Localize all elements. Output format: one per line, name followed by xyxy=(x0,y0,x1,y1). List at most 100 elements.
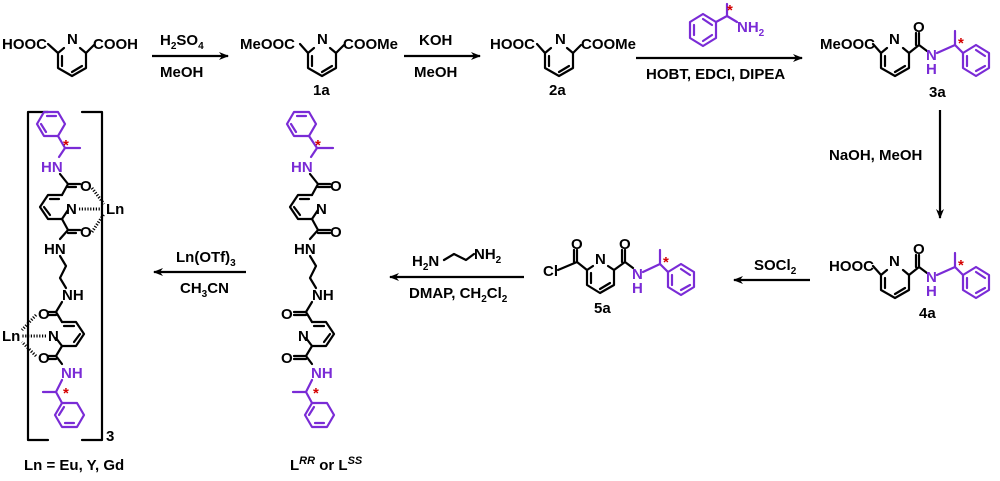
ring-double-bonds xyxy=(62,324,82,344)
amine-group: NH2 xyxy=(737,19,765,39)
ethylene-linker xyxy=(58,254,68,290)
amide-nh-bottom: NH xyxy=(311,365,333,382)
group-left: MeOOC xyxy=(820,36,875,53)
group-left: HOOC xyxy=(2,36,47,53)
acyl-chloride-bonds xyxy=(556,248,589,272)
amide-bonds-top xyxy=(58,172,82,197)
amide-hn-mid: HN xyxy=(294,241,316,258)
amide-bonds xyxy=(612,248,635,272)
reaction-arrow-step4: NaOH, MeOH xyxy=(829,110,944,219)
reagent-phenylethylamine: * NH2 xyxy=(688,2,765,48)
stereocenter-marker: * xyxy=(63,137,69,154)
reagent-ln-otf3: Ln(OTf)3 xyxy=(176,249,236,269)
phenyl-ring xyxy=(666,262,696,297)
carbonyl-oxygen: O xyxy=(619,236,631,253)
pyridine-ring xyxy=(871,42,911,78)
coordinated-oxygen: O xyxy=(38,306,50,323)
pyridine-ring xyxy=(298,42,338,78)
ligand-label: LRR or LSS xyxy=(290,455,363,474)
ring-nitrogen: N xyxy=(317,31,328,48)
group-right: COOMe xyxy=(581,36,636,53)
solvent-meoh: MeOH xyxy=(160,64,203,81)
ring-double-bonds xyxy=(39,114,58,134)
carbonyl-oxygen: O xyxy=(913,19,925,36)
coordinated-nitrogen: N xyxy=(66,201,77,218)
phenyl-ring-top xyxy=(35,110,67,138)
ring-double-bonds xyxy=(547,54,571,74)
solvent-meoh: MeOH xyxy=(414,64,457,81)
phenyl-ring xyxy=(961,265,991,300)
pyridine-ring-1 xyxy=(288,193,320,221)
compound-label: 2a xyxy=(549,82,566,99)
stereocenter-marker: * xyxy=(958,257,964,274)
amide-bonds-mid xyxy=(308,217,332,241)
left-bracket xyxy=(26,110,50,442)
compound-4a: HOOC N O N H * 4a xyxy=(829,241,991,322)
ring-double-bonds xyxy=(589,271,612,291)
complex-caption: Ln = Eu, Y, Gd xyxy=(24,457,124,474)
metal-left: Ln xyxy=(2,328,20,345)
ring-nitrogen: N xyxy=(889,253,900,270)
amide-hydrogen: H xyxy=(926,61,937,78)
compound-label: 4a xyxy=(919,305,936,322)
bracket-subscript: 3 xyxy=(106,428,114,445)
ring-nitrogen: N xyxy=(555,31,566,48)
pyridine-ring xyxy=(46,42,88,78)
coupling-reagents: HOBT, EDCI, DIPEA xyxy=(646,66,785,83)
stereocenter-marker: * xyxy=(313,385,319,402)
chiral-carbon-bonds xyxy=(291,378,314,405)
phenyl-ring xyxy=(961,43,991,78)
ring-double-bonds xyxy=(310,54,334,74)
phenyl-ring-bottom xyxy=(303,401,336,429)
chiral-carbon-bonds xyxy=(714,2,739,24)
phenyl-ring xyxy=(688,12,718,48)
group-left: HOOC xyxy=(829,258,874,275)
phenyl-ring-bottom xyxy=(53,401,86,429)
carbonyl-oxygen: O xyxy=(913,241,925,258)
amide-bonds-top xyxy=(308,172,332,197)
amide-hn-top: HN xyxy=(291,159,313,176)
stereocenter-marker: * xyxy=(663,254,669,271)
bond xyxy=(84,43,96,55)
amide-nh-bottom: NH xyxy=(61,365,83,382)
coordinated-nitrogen: N xyxy=(48,328,59,345)
compound-label: 3a xyxy=(929,84,946,101)
reagent-socl2: SOCl2 xyxy=(754,257,797,277)
coordination-bonds-left xyxy=(20,313,46,358)
chiral-carbon-bonds xyxy=(935,251,965,277)
pyridine-ring xyxy=(535,42,575,78)
chiral-carbon-bonds xyxy=(41,378,64,405)
ring-nitrogen: N xyxy=(889,31,900,48)
stereocenter-marker: * xyxy=(727,2,733,19)
stereocenter-marker: * xyxy=(958,35,964,52)
ring-double-bonds xyxy=(60,54,84,74)
amide-nh-mid: NH xyxy=(62,287,84,304)
ring-double-bonds xyxy=(670,267,692,292)
pyridine-ring xyxy=(585,264,616,295)
amide-bonds xyxy=(907,31,929,55)
pyridine-ring xyxy=(871,264,911,300)
ring-double-bonds xyxy=(307,405,326,425)
ring-double-bonds xyxy=(292,197,311,217)
acyl-oxygen: O xyxy=(571,236,583,253)
amide-bonds-bottom xyxy=(46,344,64,366)
metal-right: Ln xyxy=(106,201,124,218)
svg-text:NH2: NH2 xyxy=(474,246,502,266)
reaction-arrow-step7: Ln(OTf)3 CH3CN xyxy=(153,249,246,300)
carbonyl-oxygen: O xyxy=(330,224,342,241)
amide-bonds-lower xyxy=(46,300,64,324)
amide-nh-mid: NH xyxy=(312,287,334,304)
ring-double-bonds xyxy=(965,48,987,73)
stereocenter-marker: * xyxy=(63,385,69,402)
coordinated-oxygen: O xyxy=(80,178,92,195)
amide-hydrogen: H xyxy=(632,280,643,297)
ring-nitrogen: N xyxy=(298,328,309,345)
pyridine-ring-1 xyxy=(38,193,70,221)
group-left: HOOC xyxy=(490,36,535,53)
reagent-dmap-dcm: DMAP, CH2Cl2 xyxy=(409,285,508,305)
reaction-arrow-step1: H2SO4 MeOH xyxy=(152,32,229,81)
reaction-arrow-step3: * NH2 HOBT, EDCI, DIPEA xyxy=(636,2,803,83)
pyridine-ring-2 xyxy=(304,320,336,348)
ethylene-linker xyxy=(308,254,318,290)
